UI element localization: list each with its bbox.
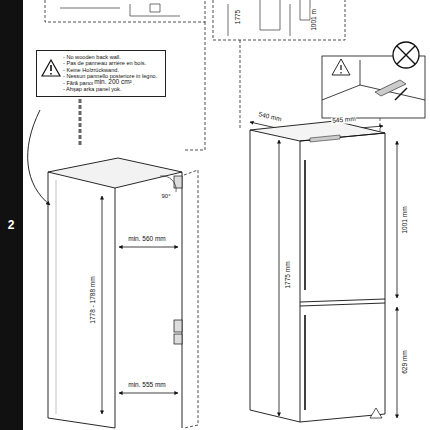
warning-icon xyxy=(370,408,382,418)
dimension-text: 540 mm xyxy=(257,111,283,123)
dimension-text: min. 555 mm xyxy=(127,382,167,389)
dimension-text: 1001 mm xyxy=(402,205,409,234)
warning-text: - Keine Holzrückwand. xyxy=(63,67,160,73)
angle-arc xyxy=(160,176,176,192)
step-number: 2 xyxy=(7,219,16,231)
step-band xyxy=(0,0,23,430)
dimension-text: 1775 mm xyxy=(285,260,292,289)
angle-text: 90° xyxy=(160,193,171,199)
warning-text: - No wooden back wall. xyxy=(63,54,160,60)
dimension-text: 1778 - 1788 mm xyxy=(90,275,97,324)
dimension-lines xyxy=(102,122,397,418)
dimension-text: 1001 m xyxy=(311,8,318,32)
dimension-text: 545 mm xyxy=(331,116,357,125)
fridge xyxy=(250,121,385,422)
warning-text: - Ahşap arka panel yok. xyxy=(63,86,160,92)
warning-icon xyxy=(41,59,61,77)
warning-text: - Pas de panneau arrière en bois. xyxy=(63,60,160,66)
detail-content xyxy=(60,0,310,36)
hinges xyxy=(174,176,182,344)
dimension-text: min. 560 mm xyxy=(127,236,167,243)
niche-cabinet xyxy=(48,158,182,428)
door-outline xyxy=(184,170,198,428)
warning-box: - No wooden back wall.- Pas de panneau a… xyxy=(36,50,166,97)
inset-detail xyxy=(322,42,425,133)
pointer-line xyxy=(28,110,50,205)
airflow-text: min. 200 cm² xyxy=(93,79,133,86)
dimension-text: 629 mm xyxy=(402,349,409,374)
dimension-text: 1775 xyxy=(235,9,242,25)
